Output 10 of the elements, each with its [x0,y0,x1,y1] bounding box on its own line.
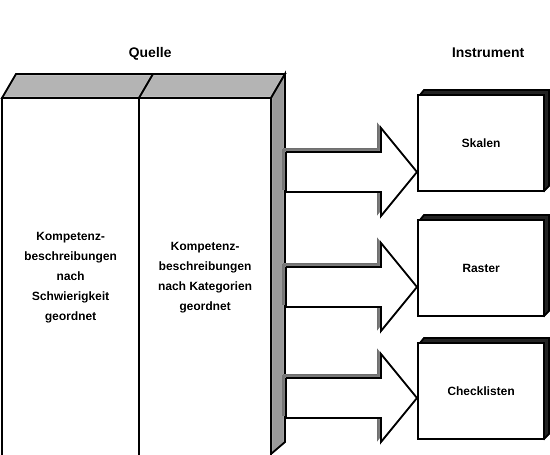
node-label: Kompetenz- beschreibungen nach Schwierigkeit geordnet [23,228,118,325]
node-label: Checklisten [447,383,515,400]
block-arrow [285,351,418,445]
node-label: Skalen [462,135,500,152]
column-heading: Quelle [128,44,172,60]
block-arrow [285,125,418,219]
column-heading: Instrument [452,44,524,60]
node-label: Kompetenz- beschreibungen nach Kategorien geordnet [157,238,253,315]
block-arrow [285,240,418,334]
node-label: Raster [462,260,500,277]
